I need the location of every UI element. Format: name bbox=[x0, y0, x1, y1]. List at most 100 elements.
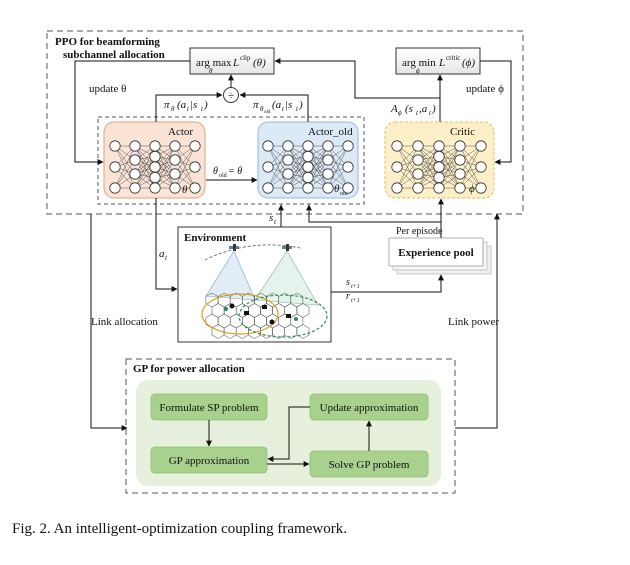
svg-text:Experience pool: Experience pool bbox=[398, 247, 473, 259]
network-edge bbox=[438, 145, 461, 175]
neuron-node bbox=[302, 182, 314, 194]
update-theta-arrow bbox=[74, 60, 190, 165]
neuron-node bbox=[454, 182, 466, 194]
svg-text:t: t bbox=[416, 109, 419, 117]
svg-text:Critic: Critic bbox=[450, 126, 475, 138]
svg-text:old: old bbox=[219, 173, 227, 179]
action-label: a t bbox=[159, 248, 168, 262]
network-edge bbox=[307, 156, 329, 189]
svg-text:(a: (a bbox=[272, 99, 282, 111]
parameter-copy-label: θ old = θ bbox=[213, 166, 242, 179]
neuron-node bbox=[262, 140, 274, 152]
neuron-node bbox=[433, 182, 445, 194]
svg-text:|s: |s bbox=[190, 99, 197, 111]
neuron-node bbox=[433, 171, 445, 184]
gp-region bbox=[125, 358, 456, 494]
state-label: s t bbox=[269, 212, 277, 226]
advantage-arrow bbox=[274, 58, 441, 122]
hex-cell bbox=[296, 324, 310, 339]
neuron-node bbox=[412, 154, 424, 166]
action-arrow bbox=[155, 198, 178, 292]
network-edge bbox=[396, 159, 419, 189]
network-edge bbox=[174, 145, 196, 189]
pi-theta-old-label: π θ old (a t |s t ) bbox=[253, 99, 303, 115]
svg-text:GP approximation: GP approximation bbox=[169, 455, 250, 467]
network-edge bbox=[267, 159, 289, 189]
network-edge bbox=[459, 145, 482, 175]
svg-text:π: π bbox=[164, 99, 170, 111]
svg-text:r: r bbox=[346, 291, 350, 302]
neuron-node bbox=[129, 140, 141, 152]
neuron-node bbox=[149, 171, 161, 184]
svg-text:arg max: arg max bbox=[196, 57, 232, 69]
svg-text:(a: (a bbox=[177, 99, 187, 111]
svg-text:(θ): (θ) bbox=[253, 57, 266, 69]
network-edge bbox=[174, 145, 196, 175]
svg-text:θ: θ bbox=[213, 166, 218, 177]
svg-text:θ: θ bbox=[182, 184, 188, 196]
network-edge bbox=[287, 156, 309, 189]
network-edge bbox=[114, 145, 136, 175]
svg-text:Actor: Actor bbox=[168, 126, 193, 138]
network-edge bbox=[307, 145, 329, 178]
neuron-node bbox=[109, 161, 121, 173]
pool-to-networks-arrow bbox=[306, 204, 442, 238]
critic-neurons bbox=[391, 140, 487, 194]
network-edge bbox=[327, 145, 349, 175]
environment-box: Environment bbox=[177, 226, 332, 343]
svg-text:|s: |s bbox=[285, 99, 292, 111]
svg-text:(ϕ): (ϕ) bbox=[462, 57, 475, 69]
svg-text:arg min: arg min bbox=[402, 57, 436, 69]
network-edge bbox=[267, 145, 289, 175]
neuron-node bbox=[342, 161, 354, 173]
svg-text:t+1: t+1 bbox=[351, 284, 360, 290]
svg-text:= θ: = θ bbox=[228, 166, 242, 177]
svg-text:L: L bbox=[438, 57, 445, 69]
neuron-node bbox=[433, 140, 445, 152]
network-edge bbox=[114, 159, 136, 189]
svg-text:ϕ: ϕ bbox=[469, 183, 475, 195]
network-edge bbox=[459, 145, 482, 189]
svg-text:Formulate SP problem: Formulate SP problem bbox=[159, 402, 259, 414]
neuron-node bbox=[342, 182, 354, 194]
neuron-node bbox=[433, 161, 445, 173]
next-state-label: s t+1 bbox=[346, 277, 360, 290]
satellite-icon bbox=[282, 244, 292, 251]
svg-text:s: s bbox=[346, 277, 350, 288]
svg-text:Environment: Environment bbox=[184, 232, 246, 244]
network-edge bbox=[174, 159, 196, 189]
svg-text:Actor_old: Actor_old bbox=[308, 126, 353, 138]
actor-to-divide bbox=[155, 92, 223, 122]
neuron-node bbox=[169, 140, 181, 152]
neuron-node bbox=[149, 161, 161, 173]
network-edge bbox=[307, 145, 329, 175]
update-theta-label: update θ bbox=[89, 83, 126, 95]
svg-text:clip: clip bbox=[240, 54, 251, 62]
neuron-node bbox=[412, 168, 424, 180]
svg-text:): ) bbox=[298, 99, 303, 111]
svg-text:÷: ÷ bbox=[228, 90, 234, 102]
svg-text:t: t bbox=[296, 105, 299, 113]
svg-text:t: t bbox=[201, 105, 204, 113]
network-edge bbox=[154, 156, 176, 189]
network-edge bbox=[396, 145, 419, 189]
neuron-node bbox=[322, 140, 334, 152]
beam-shape bbox=[205, 250, 256, 301]
svg-text:s: s bbox=[269, 212, 273, 224]
neuron-node bbox=[129, 154, 141, 166]
svg-text:θ: θ bbox=[334, 183, 340, 195]
network-edge bbox=[438, 145, 461, 178]
neuron-node bbox=[149, 182, 161, 194]
neuron-node bbox=[475, 140, 487, 152]
neuron-node bbox=[149, 150, 161, 163]
actor-old-neurons bbox=[262, 140, 354, 194]
network-edge bbox=[134, 145, 156, 175]
network-edge bbox=[114, 145, 136, 189]
link-power-label: Link power bbox=[448, 316, 499, 328]
satellite-icon bbox=[229, 244, 239, 251]
network-edge bbox=[327, 159, 349, 189]
svg-text:): ) bbox=[431, 103, 436, 115]
neuron-node bbox=[109, 182, 121, 194]
neuron-node bbox=[454, 154, 466, 166]
link-allocation-label: Link allocation bbox=[91, 316, 158, 328]
